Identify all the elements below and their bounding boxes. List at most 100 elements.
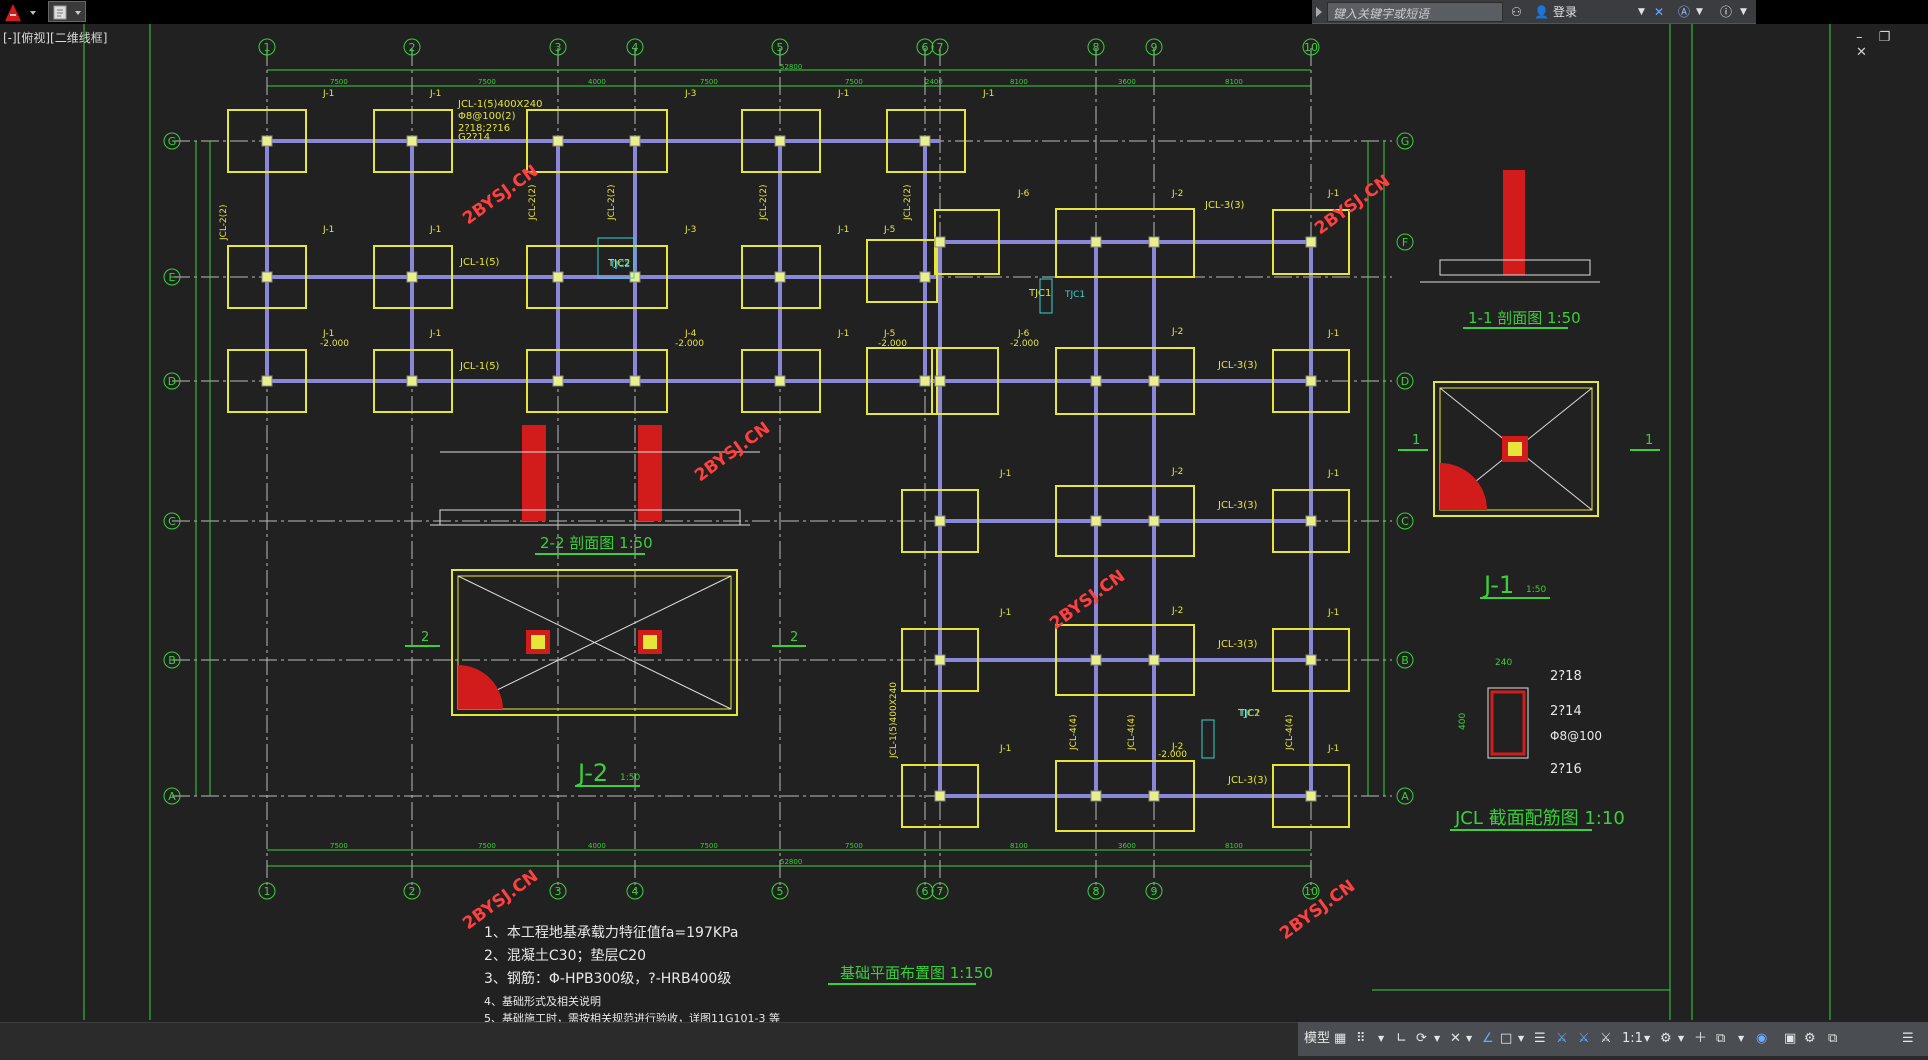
svg-text:2?18;2?16: 2?18;2?16	[458, 123, 510, 134]
a360-dropdown-icon[interactable]: ▼	[1696, 7, 1703, 17]
units-icon[interactable]: ⧉	[1716, 1031, 1726, 1046]
vertical-beam-labels: JCL-2(2) JCL-2(2) JCL-2(2) JCL-2(2) JCL-…	[219, 184, 1295, 759]
autocad-logo-icon	[5, 4, 36, 21]
lineweight-icon[interactable]: ☰	[1534, 1031, 1546, 1046]
svg-text:240: 240	[1495, 658, 1512, 668]
svg-text:J-3: J-3	[684, 89, 696, 99]
svg-text:-2.000: -2.000	[1158, 750, 1187, 760]
svg-text:J-6: J-6	[1017, 189, 1030, 199]
svg-text:D: D	[1401, 375, 1409, 388]
svg-text:7500: 7500	[700, 842, 718, 850]
svg-text:J-1: J-1	[837, 89, 849, 99]
workspace-dropdown-icon[interactable]: ▼	[1678, 1034, 1685, 1043]
svg-text:52800: 52800	[780, 858, 802, 866]
polar-tracking-icon[interactable]: ⟳	[1416, 1031, 1427, 1046]
drawing-window-controls[interactable]: – ❐ ✕	[1856, 30, 1897, 60]
svg-text:7500: 7500	[845, 842, 863, 850]
isodraft-dropdown-icon[interactable]: ▼	[1466, 1034, 1473, 1043]
svg-text:J-6: J-6	[1017, 329, 1030, 339]
svg-text:2400: 2400	[925, 78, 943, 86]
search-input[interactable]: 键入关键字或短语	[1327, 2, 1503, 22]
scale-dropdown-icon[interactable]: ▼	[1644, 1034, 1651, 1043]
snap-dropdown-icon[interactable]: ▼	[1378, 1034, 1385, 1043]
svg-text:J-1: J-1	[1327, 189, 1339, 199]
grid-icon[interactable]: ▦	[1334, 1031, 1347, 1046]
svg-text:1、本工程地基承载力特征值fa=197KPa: 1、本工程地基承载力特征值fa=197KPa	[484, 924, 738, 941]
svg-text:6: 6	[922, 41, 929, 54]
svg-text:4、基础形式及相关说明: 4、基础形式及相关说明	[484, 994, 601, 1008]
model-space-button[interactable]: 模型	[1304, 1031, 1331, 1046]
user-icon[interactable]: 👤	[1534, 5, 1549, 19]
exchange-icon[interactable]: ✕	[1654, 5, 1665, 19]
login-link[interactable]: 登录	[1553, 5, 1578, 19]
document-dropdown-icon	[53, 5, 81, 20]
svg-text:J-1: J-1	[837, 329, 849, 339]
svg-text:A: A	[168, 790, 176, 803]
binoculars-icon[interactable]: ⚇	[1511, 5, 1522, 19]
svg-text:5、基础施工时，需按相关规范进行验收，详图11G101-3: 5、基础施工时，需按相关规范进行验收，详图11G101-3 等	[484, 1011, 780, 1022]
drawing-canvas[interactable]: 7500 7500 4000 7500 7500 2400 8100 3600 …	[0, 24, 1928, 1022]
annotation-scale-value[interactable]: 1:1	[1622, 1031, 1643, 1046]
annotation-visibility-icon[interactable]: ⚔	[1556, 1031, 1568, 1046]
isodraft-icon[interactable]: ✕	[1450, 1031, 1461, 1046]
fullscreen-icon[interactable]: ⧉	[1828, 1031, 1838, 1046]
help-dropdown-icon[interactable]: ▼	[1740, 7, 1747, 17]
svg-text:J-3: J-3	[684, 225, 696, 235]
svg-text:JCL-2(2): JCL-2(2)	[528, 184, 538, 221]
svg-text:1: 1	[264, 41, 271, 54]
svg-text:9: 9	[1151, 41, 1158, 54]
object-snap-tracking-icon[interactable]: ∠	[1482, 1031, 1494, 1046]
svg-text:4000: 4000	[588, 78, 606, 86]
svg-text:8: 8	[1093, 41, 1100, 54]
collapse-arrow-icon[interactable]	[1314, 6, 1324, 18]
svg-text:J-1: J-1	[429, 225, 441, 235]
workspace-gear-icon[interactable]: ⚙	[1660, 1031, 1672, 1046]
svg-text:J-1: J-1	[322, 329, 334, 339]
annotation-scale-icon[interactable]: ⚔	[1600, 1031, 1612, 1046]
svg-text:G: G	[168, 135, 177, 148]
svg-text:J-1: J-1	[1327, 608, 1339, 618]
login-dropdown-icon[interactable]: ▼	[1638, 7, 1645, 17]
svg-text:4: 4	[632, 885, 639, 898]
application-menu-button[interactable]	[2, 1, 42, 23]
general-notes: 1、本工程地基承载力特征值fa=197KPa 2、混凝土C30；垫层C20 3、…	[484, 924, 780, 1022]
svg-text:4: 4	[632, 41, 639, 54]
auto-scale-icon[interactable]: ⚔	[1578, 1031, 1590, 1046]
ortho-icon[interactable]: ∟	[1396, 1031, 1407, 1046]
viewport-controls[interactable]: [-][俯视][二维线框]	[3, 31, 108, 45]
svg-text:4000: 4000	[588, 842, 606, 850]
svg-text:3: 3	[555, 41, 562, 54]
snap-icon[interactable]: ⠿	[1356, 1031, 1366, 1046]
section-markers: 2 2 1 1	[405, 433, 1660, 647]
svg-text:JCL-2(2): JCL-2(2)	[759, 184, 769, 221]
annotation-monitor-icon[interactable]: ＋	[1694, 1031, 1708, 1046]
help-icon[interactable]: ⓘ	[1720, 5, 1733, 19]
footing-labels: J-1 J-1 J-3 J-1 J-1 J-1 J-1 J-3 J-1 J-5 …	[320, 89, 1339, 760]
isolate-objects-icon[interactable]: ◉	[1756, 1031, 1768, 1046]
svg-text:9: 9	[1151, 885, 1158, 898]
svg-text:7500: 7500	[330, 78, 348, 86]
svg-text:J-1: J-1	[322, 225, 334, 235]
svg-text:2BYSJ.CN: 2BYSJ.CN	[459, 866, 542, 934]
units-dropdown-icon[interactable]: ▼	[1738, 1034, 1745, 1043]
autodesk-a360-icon[interactable]: Ⓐ	[1678, 5, 1691, 19]
customization-menu-icon[interactable]: ☰	[1902, 1031, 1914, 1046]
quick-access-toolbar-button[interactable]	[48, 1, 86, 22]
svg-text:3600: 3600	[1118, 78, 1136, 86]
svg-text:2-2 剖面图 1:50: 2-2 剖面图 1:50	[540, 534, 653, 552]
object-snap-icon[interactable]: □	[1500, 1031, 1513, 1046]
svg-text:2: 2	[790, 630, 798, 645]
svg-text:J-2: J-2	[1171, 189, 1183, 199]
trench-labels: TJC2 TJC1 TJC1	[597, 237, 1260, 759]
polar-dropdown-icon[interactable]: ▼	[1434, 1034, 1441, 1043]
object-snap-dropdown-icon[interactable]: ▼	[1518, 1034, 1525, 1043]
section-1-1: 1-1 剖面图 1:50	[1420, 170, 1600, 329]
svg-text:2?16: 2?16	[1550, 762, 1582, 777]
svg-text:J-1: J-1	[837, 225, 849, 235]
svg-text:JCL-2(2): JCL-2(2)	[607, 184, 617, 221]
svg-text:J-2: J-2	[576, 759, 608, 787]
svg-text:J-1: J-1	[999, 744, 1011, 754]
svg-text:7500: 7500	[330, 842, 348, 850]
hardware-acceleration-icon[interactable]: ▣	[1784, 1031, 1797, 1046]
clean-screen-icon[interactable]: ⚙	[1804, 1031, 1816, 1046]
